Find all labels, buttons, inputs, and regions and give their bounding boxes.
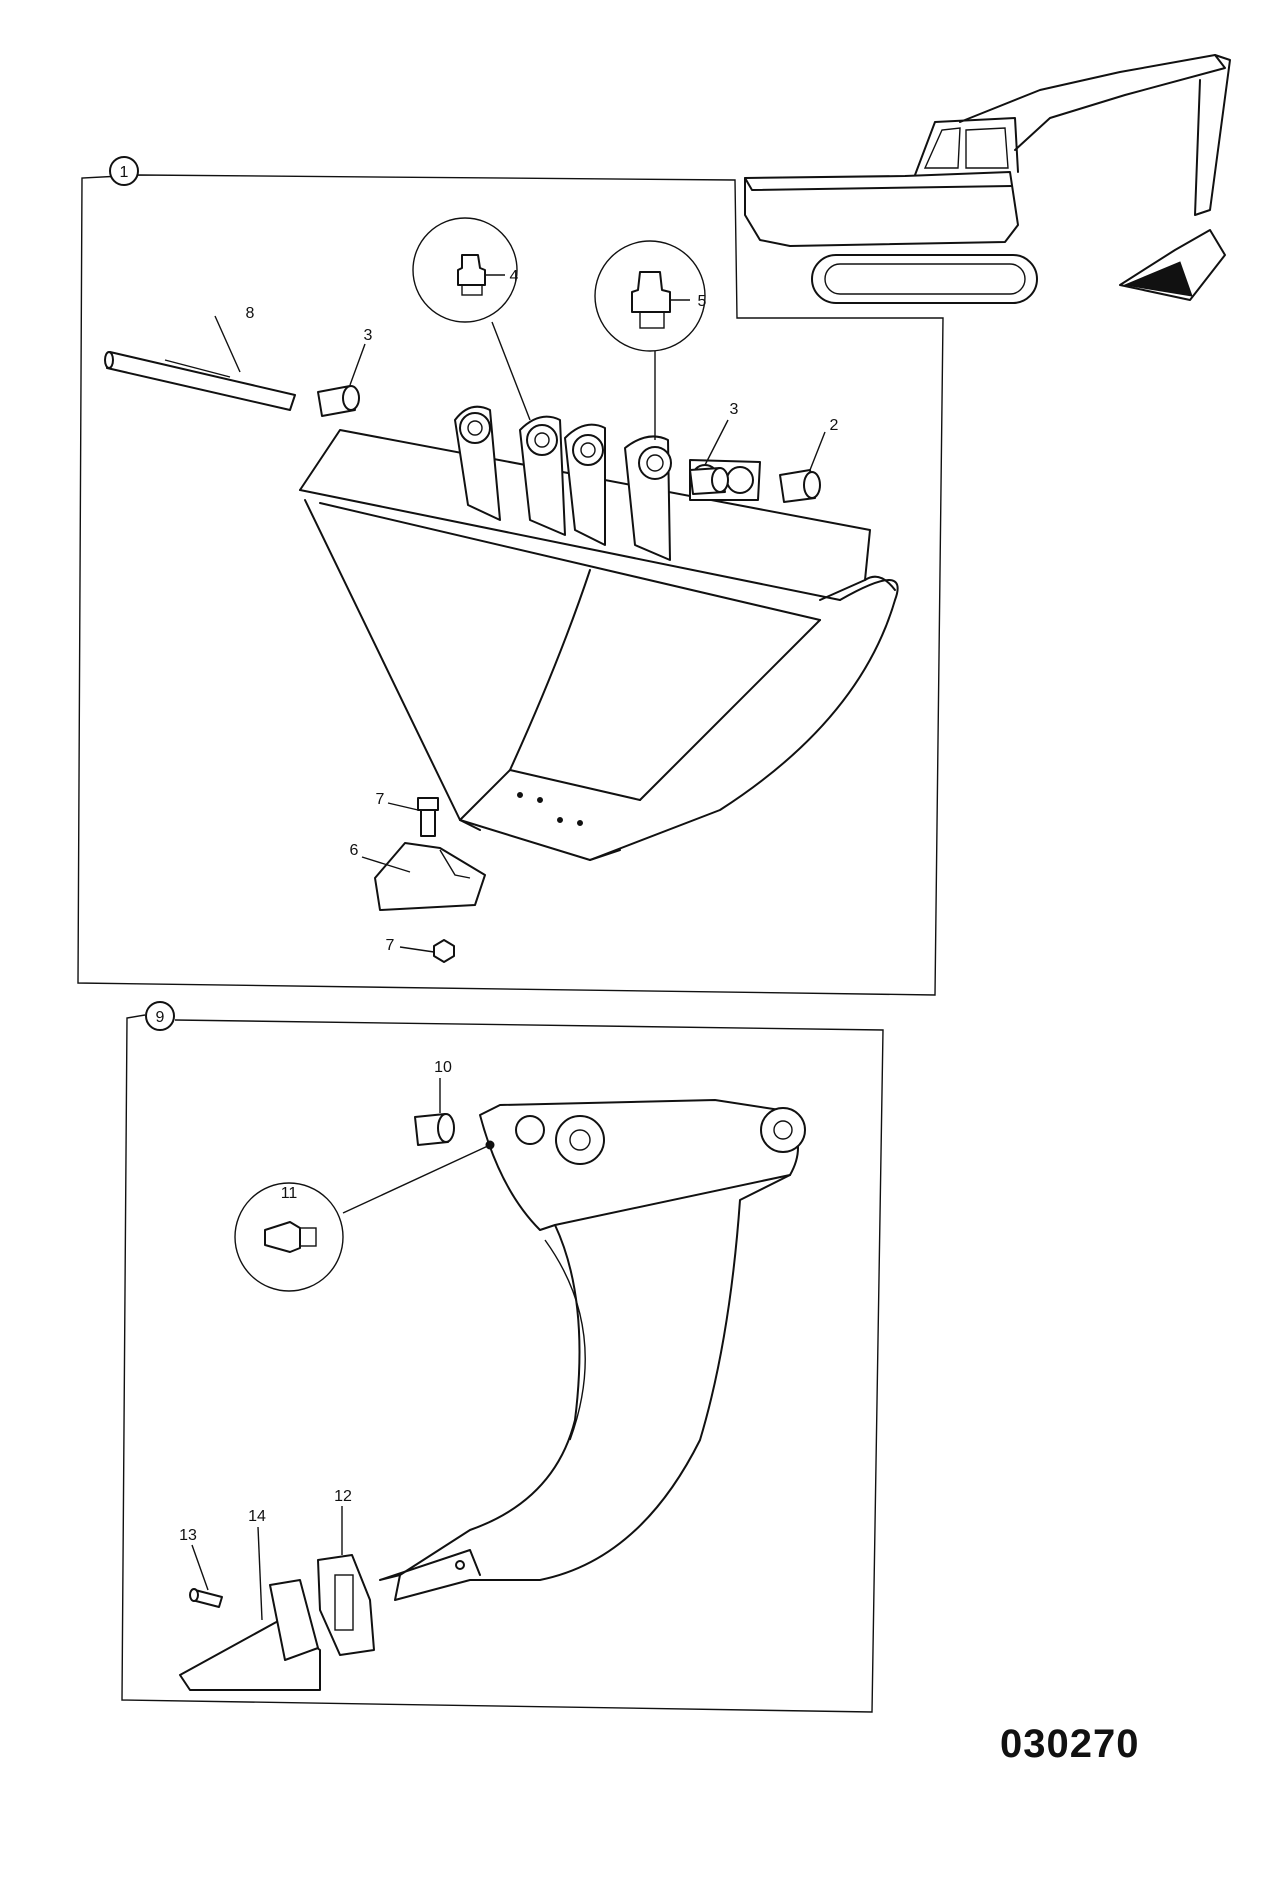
bushing-part-2: 2 [779,417,839,503]
excavator-illustration [744,54,1231,304]
callout-3a: 3 [364,327,373,344]
bolt-part-7: 7 [376,791,439,837]
callout-14: 14 [248,1508,266,1525]
callout-5: 5 [698,293,707,310]
group-1-label: 1 [120,164,129,181]
bushing-part-10: 10 [414,1059,455,1146]
bucket-assembly [299,405,899,861]
callout-7b: 7 [386,937,395,954]
callout-2: 2 [830,417,839,434]
callout-6: 6 [350,842,359,859]
callout-10: 10 [434,1059,452,1076]
group-9-frame: 9 [121,1001,884,1713]
pin-part-13: 13 [179,1527,223,1608]
pin-part-8: 8 [104,305,296,411]
callout-3b: 3 [730,401,739,418]
callout-13: 13 [179,1527,197,1544]
group-1-frame: 1 [77,156,944,996]
grease-nipple-part-4: 4 [412,217,531,421]
bushing-part-3-left: 3 [317,327,373,417]
callout-8: 8 [246,305,255,322]
tooth-part-6: 6 [350,842,486,911]
callout-12: 12 [334,1488,352,1505]
ripper-assembly [379,1099,806,1601]
tooth-part-14: 14 [179,1508,321,1691]
bushing-part-3-right: 3 [689,401,739,495]
group-9-label: 9 [156,1009,165,1026]
callout-11: 11 [281,1185,298,1202]
callout-4: 4 [510,268,519,285]
retainer-part-12: 12 [317,1488,375,1656]
grease-nipple-part-11: 11 [234,1144,491,1292]
grease-nipple-part-5: 5 [594,240,707,440]
nut-part-7: 7 [386,937,455,963]
callout-7a: 7 [376,791,385,808]
figure-number: 030270 [1000,1722,1140,1766]
